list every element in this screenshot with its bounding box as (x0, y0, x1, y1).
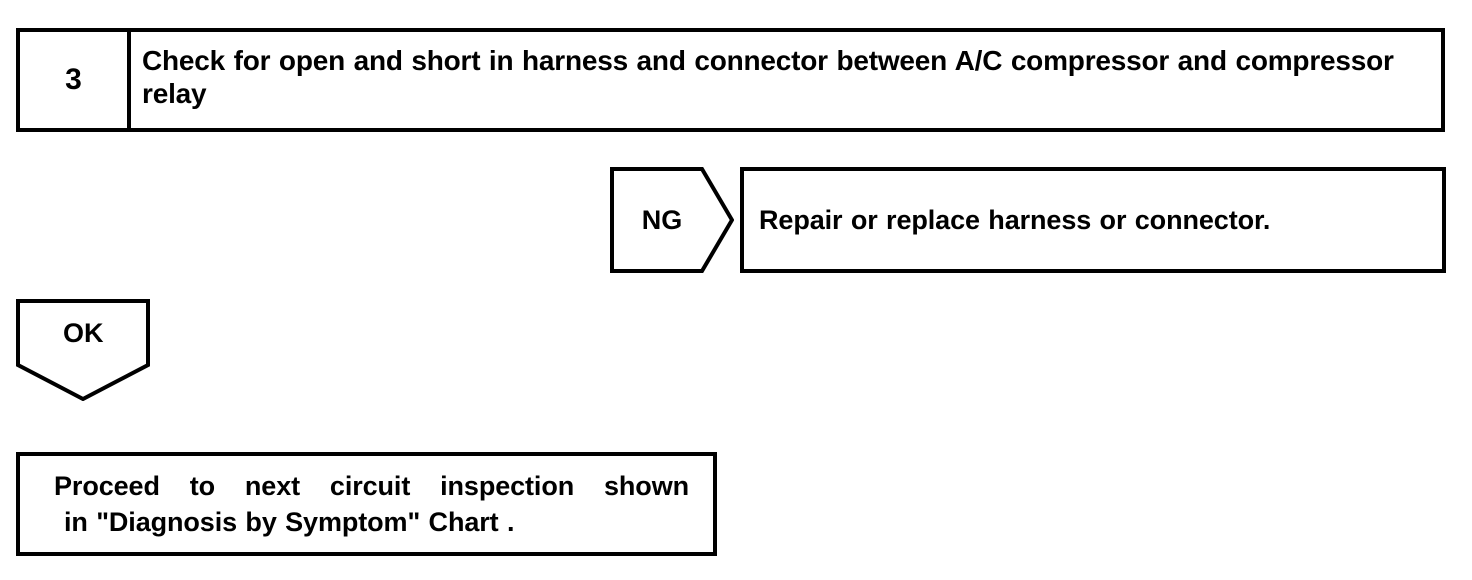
ok-branch-arrow (16, 299, 150, 401)
step-row: 3 Check for open and short in harness an… (16, 28, 1445, 132)
step-number: 3 (65, 63, 82, 96)
repair-outcome-box: Repair or replace harness or connector. (740, 167, 1446, 273)
step-instruction-cell: Check for open and short in harness and … (131, 32, 1441, 128)
step-number-cell: 3 (20, 32, 131, 128)
step-instruction-text: Check for open and short in harness and … (142, 45, 1394, 109)
right-pentagon-arrow-icon (610, 167, 734, 273)
ng-branch-arrow (610, 167, 734, 273)
down-pentagon-arrow-icon (16, 299, 150, 401)
proceed-outcome-line-1: Proceed to next circuit inspection shown (54, 471, 689, 501)
proceed-outcome-box: Proceed to next circuit inspection shown… (16, 452, 717, 556)
repair-outcome-text: Repair or replace harness or connector. (759, 204, 1271, 235)
proceed-outcome-line-2: in "Diagnosis by Symptom" Chart . (64, 506, 515, 537)
